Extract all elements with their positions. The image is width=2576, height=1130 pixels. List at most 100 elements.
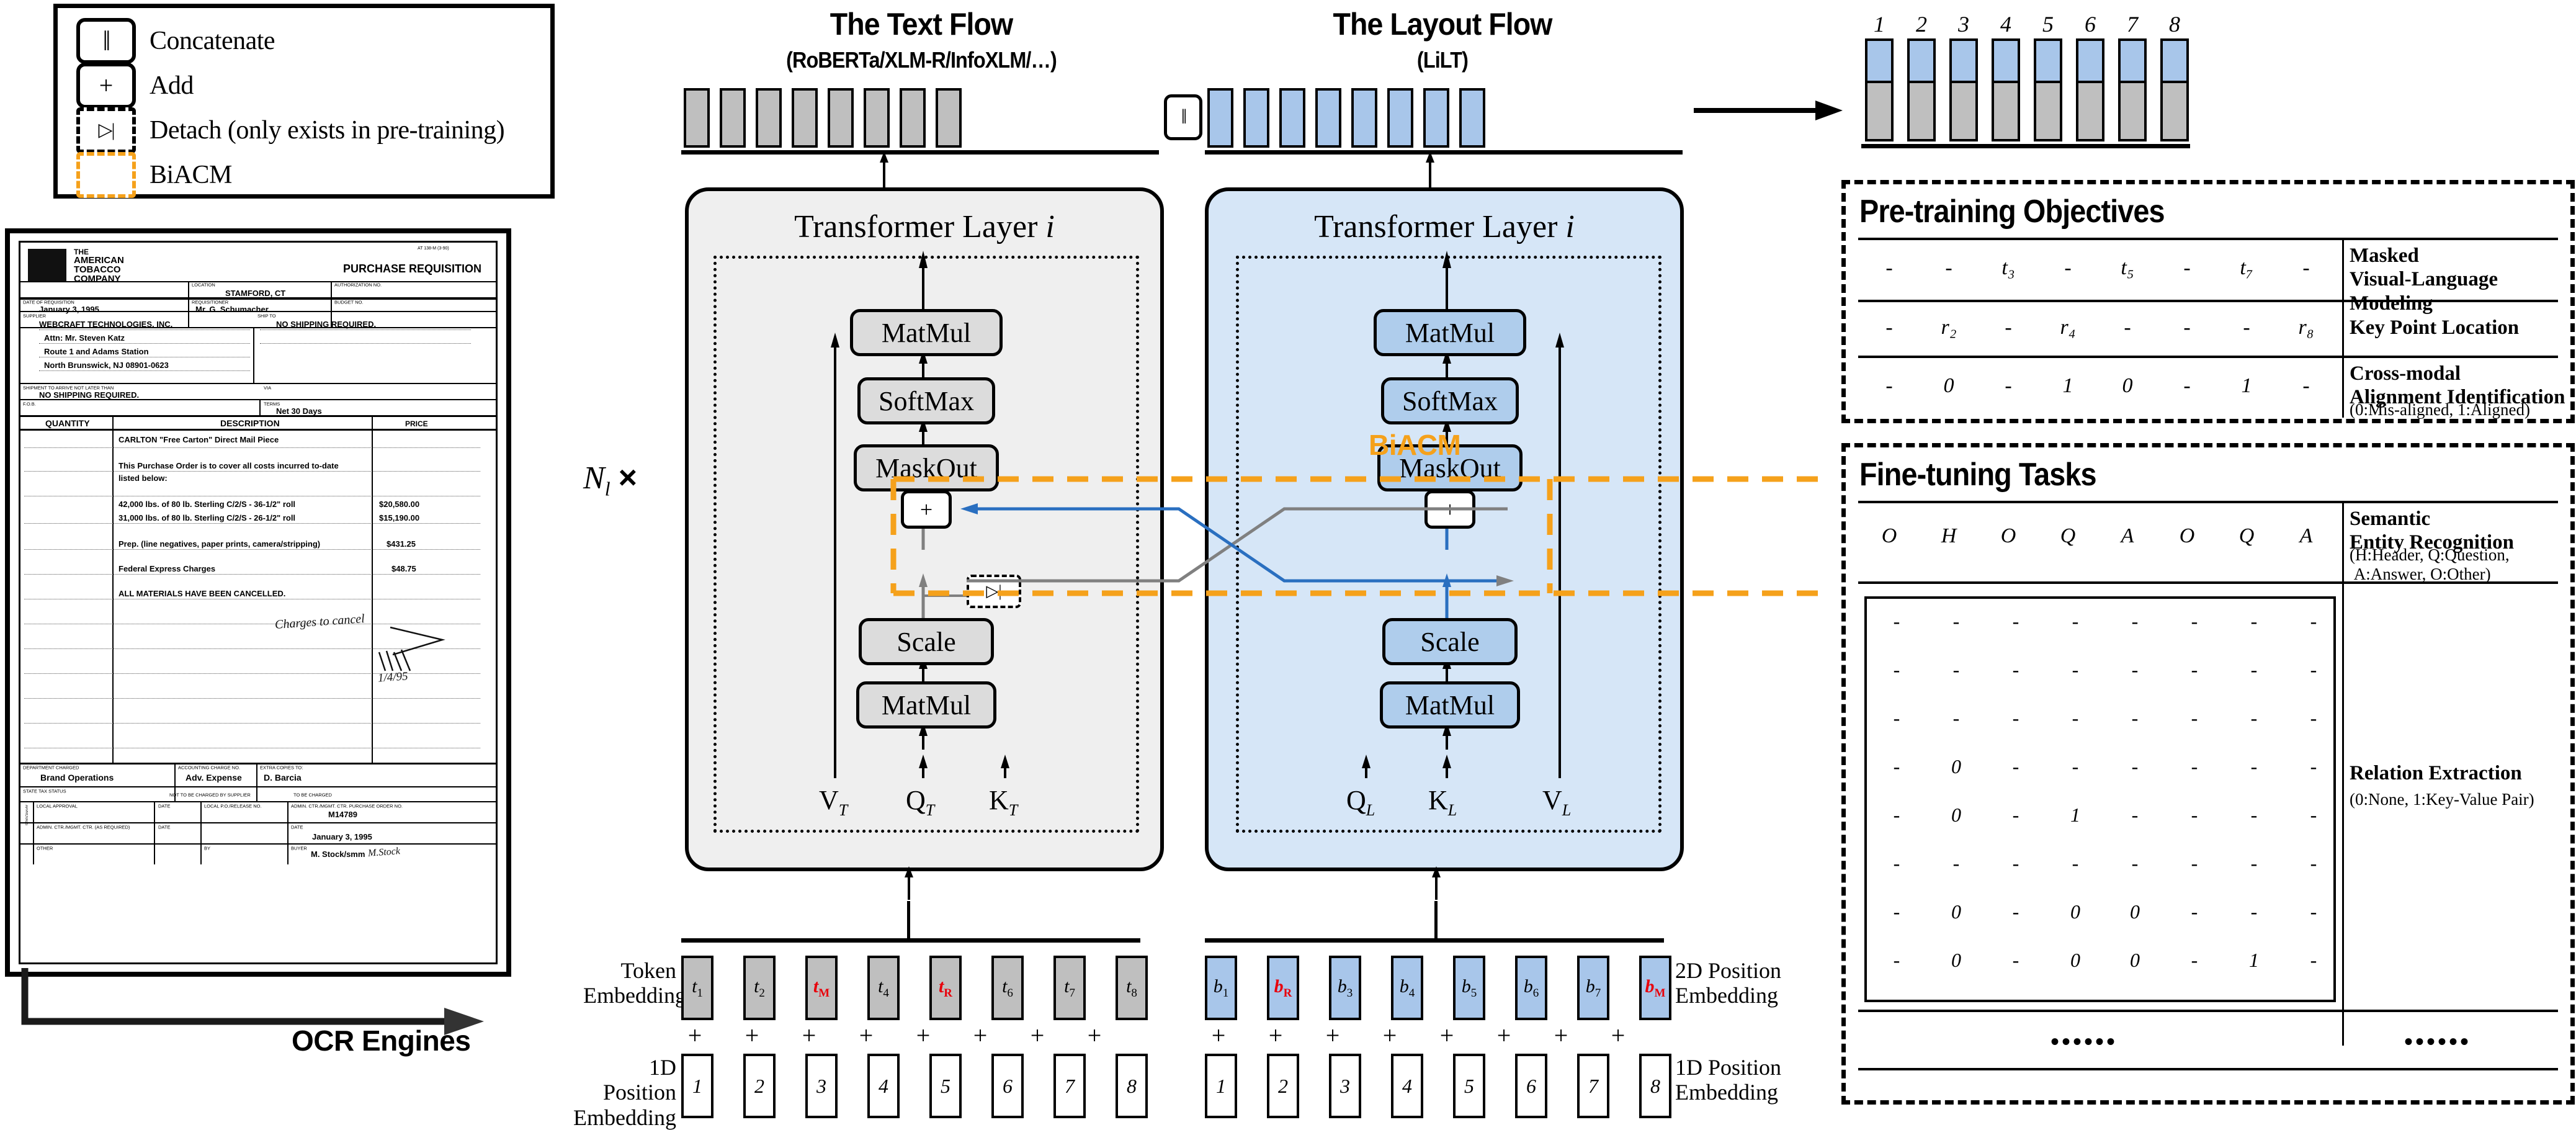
text-position-cell: 2 bbox=[743, 1054, 776, 1118]
biacm-region bbox=[890, 476, 1824, 596]
footer-label-not-to-be-charged: NOT TO BE CHARGED BY SUPPLIER bbox=[169, 792, 251, 798]
layout-op-matmul-bottom: MatMul bbox=[1380, 681, 1520, 729]
field-value-location: STAMFORD, CT bbox=[225, 289, 286, 298]
text-token-cell: t6 bbox=[991, 956, 1024, 1020]
layout-add-symbol: + bbox=[1211, 1021, 1226, 1049]
layout-input-q: QL bbox=[1346, 785, 1375, 819]
layout-position-cell: 8 bbox=[1639, 1054, 1671, 1118]
relation-matrix-cell: - bbox=[2072, 755, 2079, 778]
detach-glyph: ▷| bbox=[98, 120, 115, 140]
field-value-requisitioner: Mr. G. Schumacher bbox=[195, 305, 269, 314]
text-token-cell: t1 bbox=[681, 956, 713, 1020]
layout-transformer-title-text: Transformer Layer bbox=[1314, 209, 1558, 244]
text-output-token bbox=[900, 88, 926, 148]
relation-matrix-cell: - bbox=[2310, 755, 2317, 778]
ser-cell: Q bbox=[2238, 524, 2255, 547]
field-label-fob: F.O.B. bbox=[23, 401, 36, 407]
mvlm-cell: - bbox=[1885, 256, 1893, 279]
ser-cell: O bbox=[2179, 524, 2195, 547]
relation-matrix-cell: - bbox=[2250, 658, 2258, 681]
table-header-quantity: QUANTITY bbox=[45, 418, 90, 428]
relation-matrix-row: -0-1---- bbox=[1867, 804, 2343, 827]
footer-value-dept-charged: Brand Operations bbox=[40, 773, 114, 782]
cmai-cell: - bbox=[2005, 374, 2012, 397]
layout-output-token bbox=[1243, 88, 1269, 148]
output-bar-layout-part bbox=[1992, 38, 2020, 82]
table-row-price-5: $431.25 bbox=[387, 539, 416, 549]
text-input-v: VT bbox=[819, 785, 848, 819]
text-add-symbol: + bbox=[859, 1021, 874, 1049]
relation-matrix-cell: - bbox=[2131, 852, 2139, 874]
layout-add-symbol: + bbox=[1554, 1021, 1568, 1049]
table-row-price-3: $20,580.00 bbox=[379, 500, 420, 509]
relation-matrix: -------------------------0-------0-1----… bbox=[1864, 596, 2336, 1002]
layer-repeat-label: Nl × bbox=[583, 460, 637, 500]
biacm-icon bbox=[76, 152, 136, 198]
layout-add-symbol: + bbox=[1611, 1021, 1626, 1049]
relation-matrix-cell: - bbox=[2250, 610, 2258, 632]
relation-matrix-cell: - bbox=[2191, 900, 2198, 923]
document-form: THE AMERICAN TOBACCO COMPANY AT 138-M (3… bbox=[19, 241, 498, 964]
text-add-symbol: + bbox=[1030, 1021, 1045, 1049]
footer-label-other: OTHER bbox=[37, 846, 53, 851]
text-add-symbol: + bbox=[916, 1021, 931, 1049]
text-add-symbol: + bbox=[1087, 1021, 1102, 1049]
relation-matrix-cell: - bbox=[2191, 658, 2198, 681]
kpl-cell: - bbox=[2183, 316, 2191, 339]
layout-output-token-strip bbox=[1207, 88, 1485, 148]
kpl-cell: r₄ bbox=[2060, 316, 2076, 339]
layout-position-cell: 4 bbox=[1391, 1054, 1423, 1118]
relation-matrix-cell: - bbox=[2131, 804, 2139, 826]
output-bar-text-part bbox=[2076, 82, 2104, 141]
supplier-line-2: Route 1 and Adams Station bbox=[44, 347, 149, 356]
output-bar-layout-part bbox=[1949, 38, 1978, 82]
kpl-cell: r₈ bbox=[2298, 316, 2314, 339]
relation-matrix-cell: - bbox=[2131, 610, 2139, 632]
table-row-desc-4: 31,000 lbs. of 80 lb. Sterling C/2/S - 2… bbox=[119, 513, 296, 522]
footer-label-dept-charged: DEPARTMENT CHARGED bbox=[23, 765, 79, 771]
layout-flow-subtitle: (LiLT) bbox=[1416, 47, 1469, 73]
text-position-cell: 7 bbox=[1053, 1054, 1086, 1118]
text-op-scale: Scale bbox=[859, 618, 994, 665]
table-row-desc-6: Federal Express Charges bbox=[119, 564, 216, 573]
text-position-cell: 3 bbox=[805, 1054, 838, 1118]
footer-label-approvals: APPROVALS bbox=[24, 805, 28, 826]
legend-box: ‖ Concatenate + Add ▷| Detach (only exis… bbox=[53, 4, 555, 199]
relation-matrix-cell: - bbox=[2012, 755, 2019, 778]
output-bar-index: 8 bbox=[2169, 12, 2180, 37]
mvlm-cell: - bbox=[1945, 256, 1952, 279]
company-logo bbox=[28, 249, 66, 281]
output-bar bbox=[2034, 38, 2062, 141]
mvlm-cell: t₃ bbox=[2001, 256, 2015, 279]
legend-label-concatenate: Concatenate bbox=[150, 27, 275, 55]
cmai-cell: 0 bbox=[2122, 374, 2133, 397]
table-row-desc-7: ALL MATERIALS HAVE BEEN CANCELLED. bbox=[119, 589, 286, 598]
field-label-via: VIA bbox=[264, 385, 272, 391]
relation-matrix-cell: - bbox=[1893, 610, 1900, 632]
relation-matrix-cell: - bbox=[1893, 755, 1900, 778]
relation-matrix-cell: - bbox=[2250, 755, 2258, 778]
footer-label-acct-charge-no: ACCOUNTING CHARGE NO. bbox=[178, 765, 241, 771]
text-position-cell: 5 bbox=[929, 1054, 962, 1118]
kpl-cell: - bbox=[2124, 316, 2131, 339]
field-value-terms: Net 30 Days bbox=[276, 406, 322, 416]
supplier-line-3: North Brunswick, NJ 08901-0623 bbox=[44, 361, 169, 370]
table-row-price-4: $15,190.00 bbox=[379, 513, 420, 522]
layout-token-cell: b3 bbox=[1329, 956, 1361, 1020]
signature: M.Stock bbox=[367, 846, 401, 859]
cmai-cell: - bbox=[2302, 374, 2310, 397]
footer-label-by: BY bbox=[204, 846, 211, 851]
layout-op-matmul-top: MatMul bbox=[1374, 309, 1526, 356]
relation-matrix-cell: 0 bbox=[1951, 949, 1961, 971]
output-arrow-icon bbox=[1694, 101, 1843, 120]
